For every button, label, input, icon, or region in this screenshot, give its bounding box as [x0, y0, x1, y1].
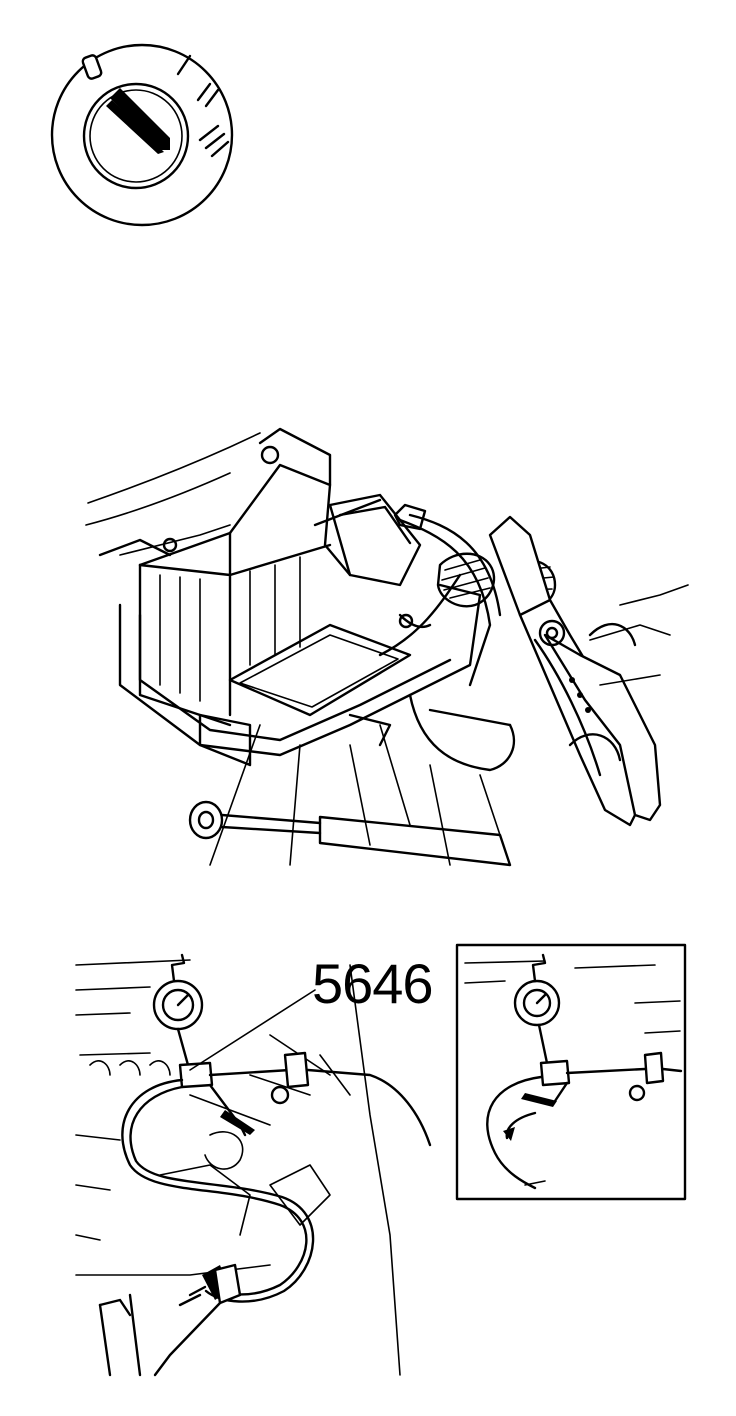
- inset-gauge: [513, 953, 561, 1027]
- callout-leader: [189, 989, 316, 1071]
- switch-outer-ring: [50, 43, 234, 227]
- pressure-gauge-figure: [70, 935, 440, 1395]
- inset-hose: [486, 1075, 543, 1190]
- coolant-hose: [398, 518, 492, 687]
- hose-clamp-pliers: [488, 515, 662, 827]
- pressure-gauge-drawing: [75, 953, 432, 1377]
- position-marker-II: [196, 82, 220, 108]
- wheel-arch: [408, 693, 516, 772]
- hose-clamp-pliers-figure: [80, 425, 690, 875]
- position-marker-0: [81, 54, 103, 80]
- engine-bay-drawing: [85, 427, 689, 867]
- inset-tee-valve: [521, 1023, 683, 1107]
- hose-fitting: [153, 1263, 242, 1377]
- tee-valve: [176, 1027, 432, 1147]
- ignition-switch-figure: [40, 40, 250, 230]
- switch-lock-inner-ring: [89, 89, 183, 183]
- part-number-label: 5646: [312, 952, 434, 1015]
- hose-connector: [393, 503, 427, 531]
- support-rod: [188, 800, 512, 867]
- inset-drawing: [455, 943, 687, 1201]
- test-hose: [121, 1078, 308, 1296]
- inset-frame: [455, 943, 687, 1201]
- control-module: [313, 493, 422, 587]
- key-slot-icon: [110, 88, 170, 150]
- body-panel-line: [87, 432, 261, 504]
- battery-tray: [98, 427, 352, 727]
- switch-lock-cylinder: [82, 82, 190, 190]
- pressure-gauge-inset: [455, 943, 687, 1201]
- position-marker-I: [176, 54, 192, 76]
- pressure-gauge: [152, 953, 204, 1031]
- ignition-switch-drawing: [50, 43, 234, 227]
- tray-plate: [118, 583, 482, 767]
- position-marker-III: [198, 124, 230, 158]
